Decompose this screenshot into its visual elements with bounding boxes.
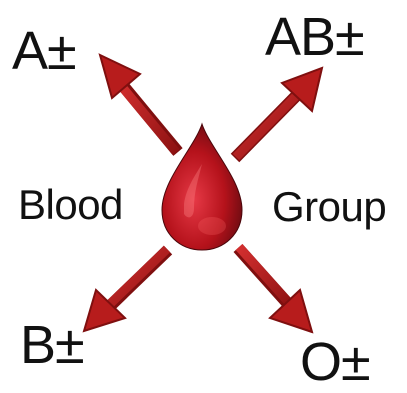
blood-group-a-label: A± <box>12 24 76 78</box>
arrow-bottom-left <box>84 249 168 331</box>
blood-group-o-label: O± <box>300 335 370 389</box>
blood-word-label: Blood <box>18 184 123 226</box>
group-word-label: Group <box>272 186 386 228</box>
blood-group-ab-label: AB± <box>265 10 364 64</box>
blood-drop-icon <box>150 118 254 256</box>
blood-group-b-label: B± <box>20 318 84 372</box>
arrow-bottom-right <box>238 247 312 332</box>
